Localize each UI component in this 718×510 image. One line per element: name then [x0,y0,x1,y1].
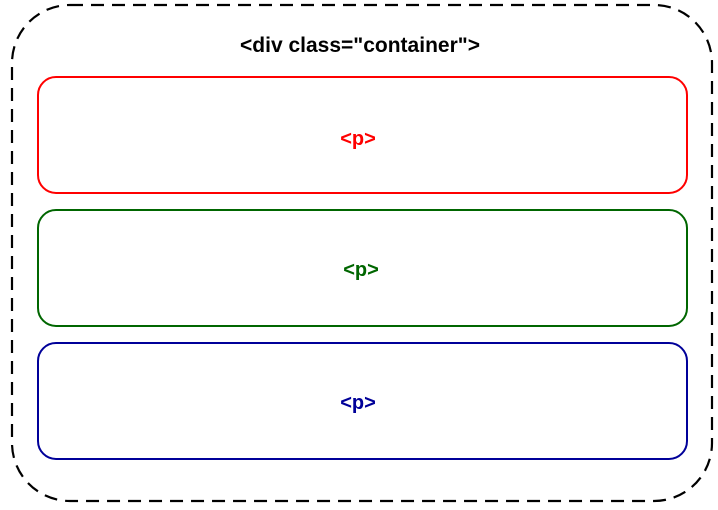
p-label-3: <p> [340,392,376,414]
p-label-1: <p> [340,128,376,150]
p-box-3 [37,342,688,460]
p-box-1 [37,76,688,194]
p-label-2: <p> [343,259,379,281]
container-box [10,3,714,503]
container-label: <div class="container"> [240,34,480,57]
p-box-2 [37,209,688,327]
